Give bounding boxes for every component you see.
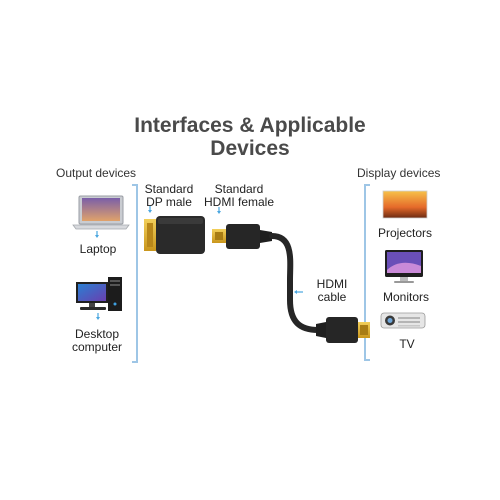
monitor-icon bbox=[385, 250, 423, 283]
output-bracket bbox=[132, 184, 138, 363]
tv-label: TV bbox=[399, 337, 415, 351]
dp-male-connector bbox=[144, 216, 205, 254]
laptop-label: Laptop bbox=[79, 242, 117, 256]
hdmi-female-connector bbox=[212, 229, 226, 243]
laptop-icon bbox=[72, 195, 130, 230]
dp-male-label: Standard DP male bbox=[140, 183, 198, 209]
hdmi-arrow-icon bbox=[217, 207, 221, 214]
desktop-computer-icon bbox=[76, 277, 122, 311]
hdmi-cable-label: HDMI cable bbox=[310, 278, 354, 304]
title-line-2: Devices bbox=[210, 137, 290, 160]
tv-icon bbox=[380, 312, 426, 329]
hdmi-cable-label-line-2: cable bbox=[317, 290, 347, 304]
output-devices-heading: Output devices bbox=[56, 166, 137, 180]
desktop-arrow-icon bbox=[96, 313, 100, 320]
title-line-1: Interfaces & Applicable bbox=[134, 114, 366, 137]
desktop-computer-label: Desktop computer bbox=[71, 327, 123, 354]
hdmi-cable-label-line-1: HDMI bbox=[316, 277, 348, 291]
hdmi-plug-upper bbox=[226, 224, 272, 249]
laptop-arrow-icon bbox=[95, 231, 99, 238]
hdmi-female-label-line-1: Standard bbox=[214, 182, 264, 196]
projector-icon bbox=[382, 190, 428, 219]
dp-label-line-2: DP male bbox=[146, 195, 192, 209]
dp-label-line-1: Standard bbox=[144, 182, 194, 196]
display-devices-heading: Display devices bbox=[357, 166, 441, 180]
hdmi-female-label-line-2: HDMI female bbox=[203, 195, 274, 209]
hdmi-plug-lower bbox=[316, 317, 370, 343]
hdmi-cable bbox=[269, 233, 321, 333]
dp-arrow-icon bbox=[148, 206, 152, 213]
monitors-label: Monitors bbox=[382, 290, 429, 304]
display-bracket bbox=[364, 184, 370, 361]
hdmi-female-label: Standard HDMI female bbox=[202, 183, 276, 209]
projectors-label: Projectors bbox=[377, 226, 433, 240]
cable-arrow-icon bbox=[294, 290, 303, 294]
